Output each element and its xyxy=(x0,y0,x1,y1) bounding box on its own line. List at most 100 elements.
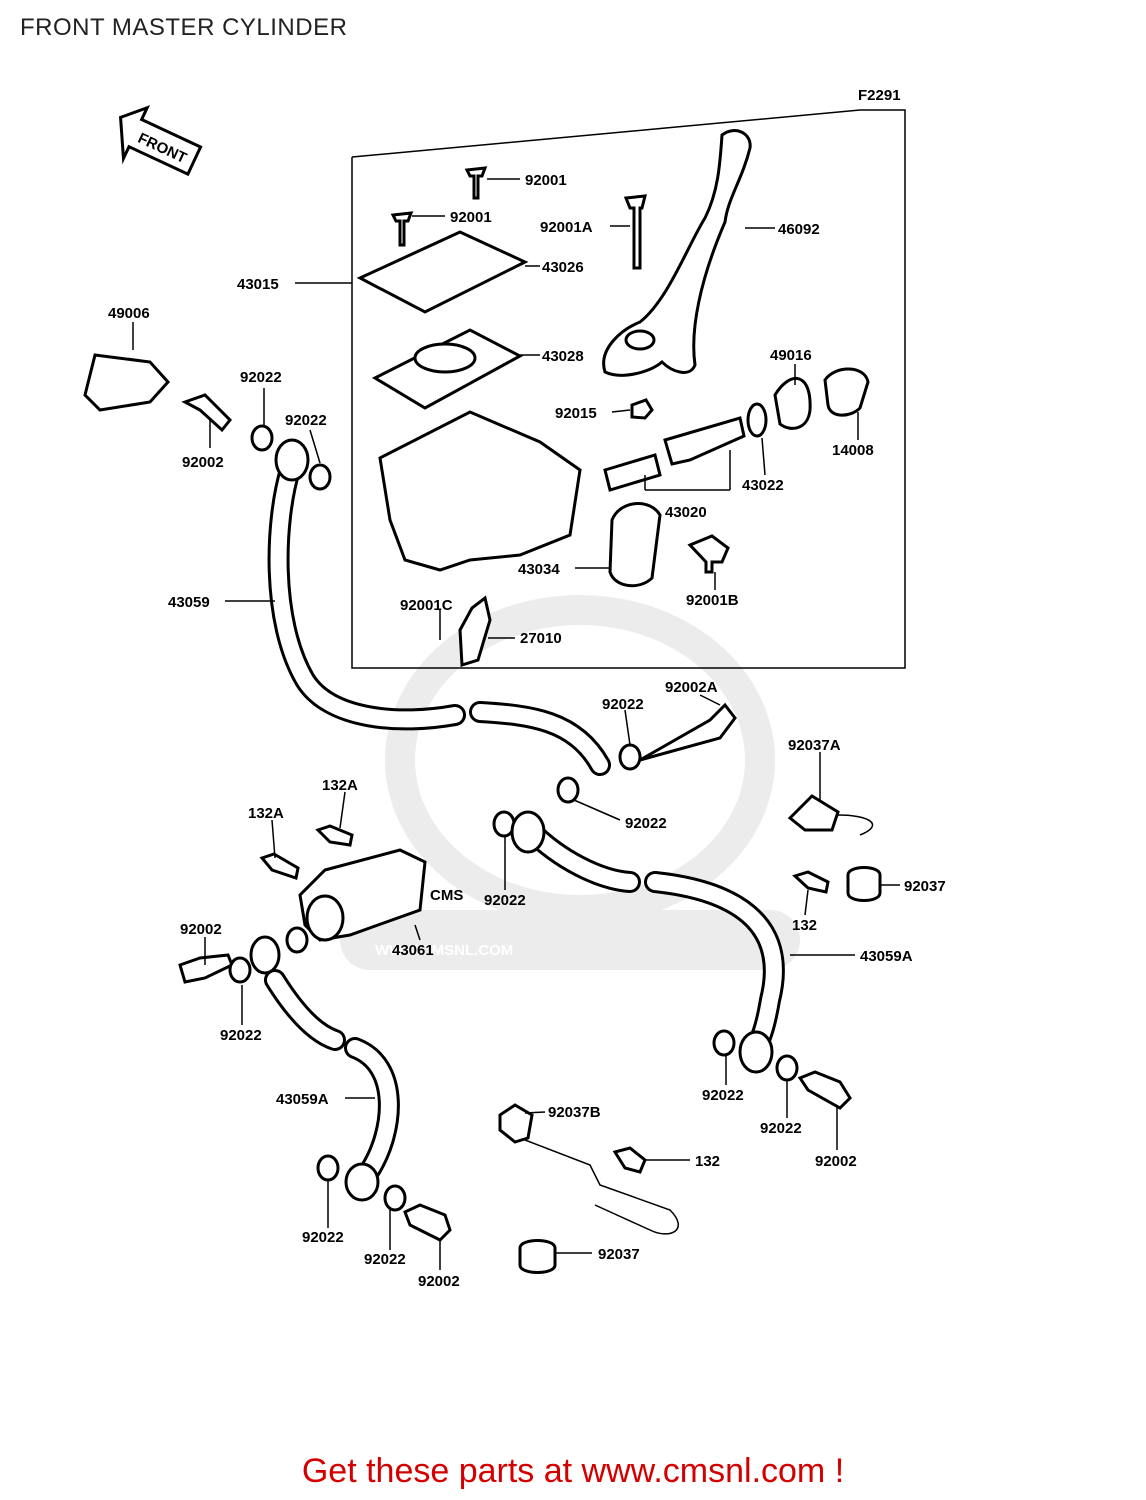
switch-cover xyxy=(823,367,870,417)
part-label: 92022 xyxy=(602,696,644,713)
part-label: 92022 xyxy=(364,1251,406,1268)
grommet xyxy=(518,1239,557,1274)
watermark-url: WWW.CMSNL.COM xyxy=(375,942,513,959)
part-label: 43059A xyxy=(276,1091,329,1108)
banjo-bolt-icon xyxy=(403,1203,452,1242)
banjo-bolt-icon xyxy=(181,393,233,433)
part-label: 92015 xyxy=(555,405,597,422)
part-label: 92002 xyxy=(815,1153,857,1170)
joint-port xyxy=(305,894,345,942)
screw-icon xyxy=(390,211,414,247)
footer-cta-link[interactable]: Get these parts at www.cmsnl.com ! xyxy=(301,1452,845,1490)
hose-fitting xyxy=(510,810,546,854)
part-label: 132 xyxy=(695,1153,720,1170)
hose-fitting xyxy=(274,438,310,482)
part-label: 92002 xyxy=(180,921,222,938)
screw-icon xyxy=(464,166,488,200)
part-label: 43020 xyxy=(665,504,707,521)
rubber-cap xyxy=(83,353,171,412)
part-label: 92002 xyxy=(418,1273,460,1290)
part-label: 43061 xyxy=(392,942,434,959)
washer-icon xyxy=(228,956,252,984)
reservoir-cap xyxy=(356,230,529,314)
part-label: 43059A xyxy=(860,948,913,965)
master-cylinder-body xyxy=(378,410,582,572)
washer-icon xyxy=(383,1184,407,1212)
part-label: 92001 xyxy=(450,209,492,226)
bolt-icon xyxy=(259,852,300,880)
reservoir-opening xyxy=(413,342,477,374)
part-label: 92037B xyxy=(548,1104,601,1121)
part-label: 27010 xyxy=(520,630,562,647)
pivot-bolt-icon xyxy=(623,194,647,270)
lever-pivot xyxy=(624,329,656,351)
washer-icon xyxy=(250,424,274,452)
part-label: 92022 xyxy=(240,369,282,386)
grommet xyxy=(846,866,882,902)
bolt-icon xyxy=(792,870,830,894)
part-label: 49016 xyxy=(770,347,812,364)
part-label: 92037A xyxy=(788,737,841,754)
spring-icon xyxy=(603,453,662,492)
part-label: 43026 xyxy=(542,259,584,276)
piston xyxy=(663,416,746,466)
washer-icon xyxy=(316,1154,340,1182)
hose-clamp-lower xyxy=(498,1103,534,1144)
banjo-bolt-icon xyxy=(797,1070,852,1110)
part-label: 92002 xyxy=(182,454,224,471)
page-title: FRONT MASTER CYLINDER xyxy=(20,14,348,41)
washer-icon xyxy=(285,926,309,954)
washer-icon xyxy=(556,776,580,804)
part-label: 14008 xyxy=(832,442,874,459)
hose-clamp-upper xyxy=(787,794,840,832)
part-label: 43028 xyxy=(542,348,584,365)
leader-lines xyxy=(132,178,900,1270)
banjo-bolt-icon xyxy=(639,702,737,762)
part-label: 92022 xyxy=(220,1027,262,1044)
part-labels: 92001 92001 92001A 46092 43015 43026 430… xyxy=(108,172,946,1290)
watermark-brand: CMS xyxy=(430,887,463,904)
part-label: 92022 xyxy=(625,815,667,832)
banjo-bolt-icon xyxy=(178,953,234,984)
part-label: 132 xyxy=(792,917,817,934)
dust-boot xyxy=(773,377,812,430)
part-label: 43022 xyxy=(742,477,784,494)
nut-icon xyxy=(630,398,654,420)
watermark-logo: CMS WWW.CMSNL.COM xyxy=(340,595,800,970)
part-label: 92001A xyxy=(540,219,593,236)
washer-icon xyxy=(746,402,768,438)
washer-icon xyxy=(775,1054,799,1082)
hose-fitting xyxy=(738,1030,774,1074)
brake-lever xyxy=(602,129,752,377)
part-label: 92001 xyxy=(525,172,567,189)
part-label: 132A xyxy=(322,777,358,794)
bolt-icon xyxy=(687,534,730,574)
part-label: 132A xyxy=(248,805,284,822)
part-label: 49006 xyxy=(108,305,150,322)
part-label: 43059 xyxy=(168,594,210,611)
bolt-icon xyxy=(612,1146,647,1174)
part-label: 92022 xyxy=(702,1087,744,1104)
washer-icon xyxy=(618,743,642,771)
clamp-wire xyxy=(524,1139,679,1235)
part-label: 46092 xyxy=(778,221,820,238)
part-label: 92001B xyxy=(686,592,739,609)
part-label: 92022 xyxy=(302,1229,344,1246)
brake-switch xyxy=(458,595,492,668)
clamp-holder xyxy=(608,502,662,588)
hose-fitting xyxy=(344,1162,380,1202)
part-label: 92002A xyxy=(665,679,718,696)
washer-icon xyxy=(308,463,332,491)
part-label: 92022 xyxy=(285,412,327,429)
washer-icon xyxy=(712,1029,736,1057)
figure-code: F2291 xyxy=(858,87,901,104)
assembly-box-outline xyxy=(351,109,906,669)
part-label: 92022 xyxy=(484,892,526,909)
hose-fitting xyxy=(249,935,281,975)
part-label: 92001C xyxy=(400,597,453,614)
front-arrow-icon: FRONT xyxy=(118,105,203,177)
bolt-icon xyxy=(315,824,354,847)
part-label: 92022 xyxy=(760,1120,802,1137)
part-label: 43015 xyxy=(237,276,279,293)
